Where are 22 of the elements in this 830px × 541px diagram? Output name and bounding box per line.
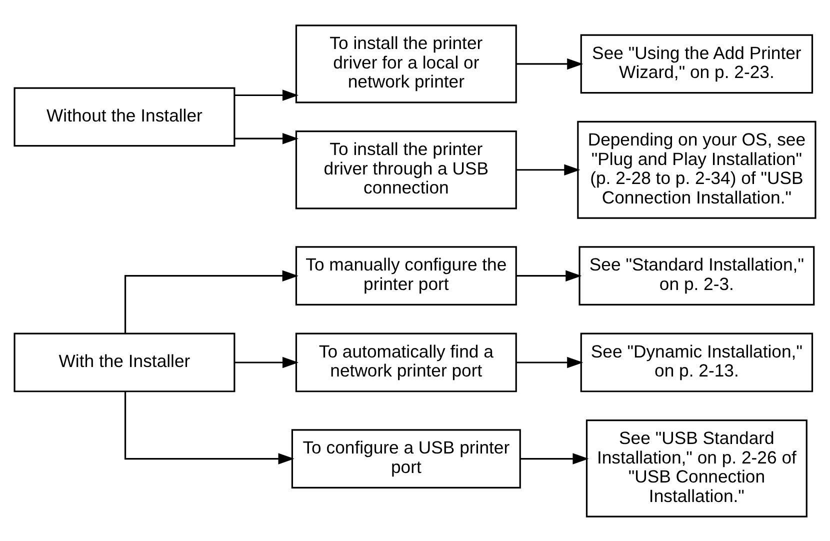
node-box: See "Standard Installation," on p. 2-3.: [578, 246, 815, 305]
arrow: [516, 270, 582, 281]
arrow: [520, 452, 589, 464]
node-box: Without the Installer: [14, 86, 236, 146]
arrow: [234, 356, 299, 368]
arrow: [234, 89, 299, 100]
node-box: To manually configure the printer port: [295, 246, 517, 305]
arrow: [124, 390, 294, 464]
node-box: See "Using the Add Printer Wizard," on p. 2-23.: [580, 34, 814, 94]
arrow: [516, 356, 584, 368]
node-box: To automatically find a network printer port: [295, 332, 517, 392]
node-box: Depending on your OS, see "Plug and Play Installation" (p. 2-28 to p. 2-34) of "USB Connection Installation.": [577, 120, 816, 218]
node-box: See "USB Standard Installation," on p. 2-26 of "USB Connection Installation.": [586, 418, 808, 517]
node-box: To install the printer driver for a local or network printer: [295, 24, 517, 103]
arrow: [234, 132, 299, 144]
node-box: With the Installer: [14, 332, 236, 392]
node-box: See "Dynamic Installation," on p. 2-13.: [580, 332, 814, 392]
node-box: To install the printer driver through a USB connection: [295, 130, 517, 209]
arrow: [516, 164, 580, 175]
arrow: [124, 270, 298, 333]
node-box: To configure a USB printer port: [291, 428, 521, 488]
arrow: [516, 58, 584, 70]
